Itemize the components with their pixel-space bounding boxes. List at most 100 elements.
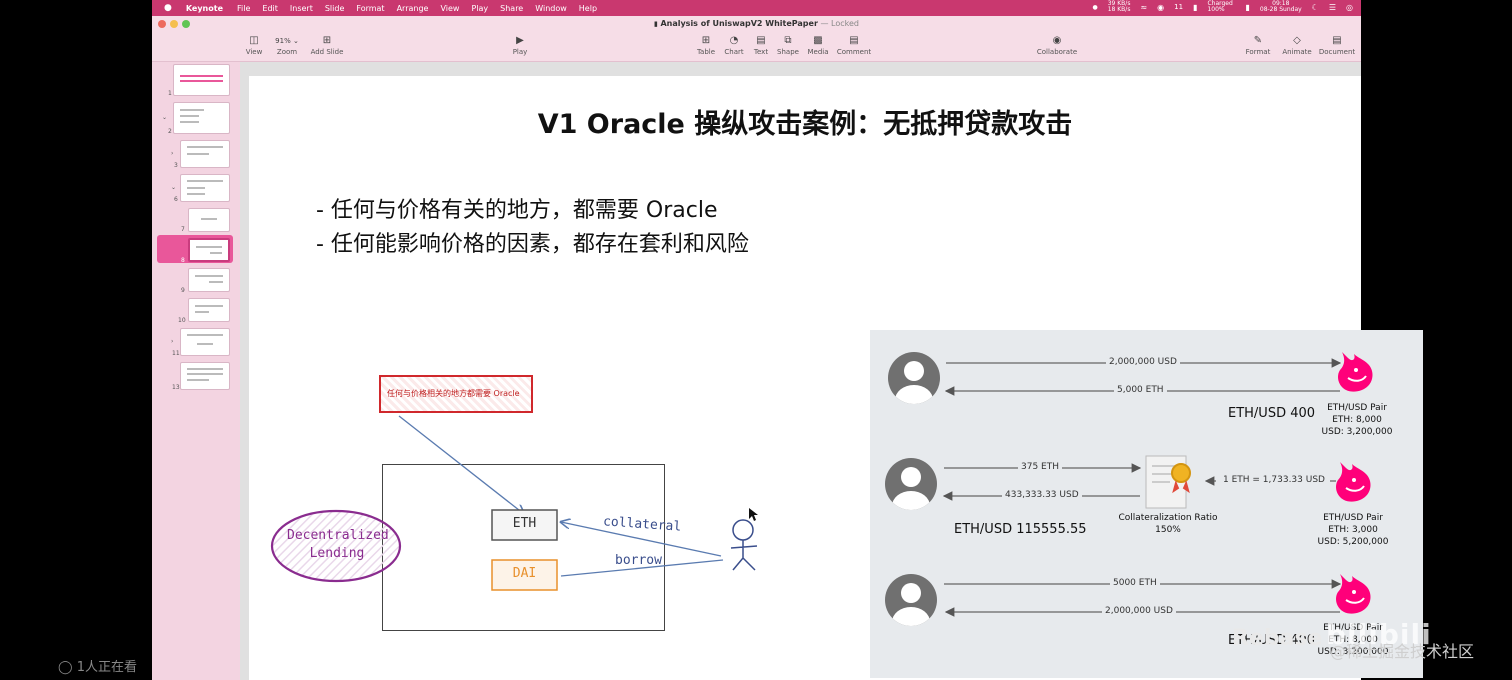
slide-number: 3 — [174, 162, 178, 169]
toolbar: ▮ Analysis of UniswapV2 WhitePaper — Loc… — [152, 16, 1361, 62]
slide-number: 9 — [181, 287, 185, 294]
document-label: Document — [1318, 48, 1356, 56]
zoom-percent: 91% — [275, 37, 291, 45]
s2-pair: ETH/USD Pair ETH: 3,000 USD: 5,200,000 — [1308, 512, 1398, 548]
siri-icon[interactable]: ◎ — [1346, 2, 1353, 12]
slide-number: 11 — [172, 350, 180, 357]
viewer-text: 1人正在看 — [76, 660, 137, 675]
view-label: View — [245, 48, 263, 56]
disclosure-icon[interactable]: ⌄ — [171, 184, 177, 191]
keynote-window: ▮ Analysis of UniswapV2 WhitePaper — Loc… — [152, 16, 1423, 680]
bullet-2[interactable]: - 任何能影响价格的因素，都存在套利和风险 — [316, 232, 749, 257]
zoom-value: 91% ⌄ — [267, 34, 307, 48]
view-button[interactable]: ◫View — [234, 34, 274, 56]
comment-icon: ▤ — [849, 35, 859, 46]
play-button[interactable]: ▶Play — [500, 34, 540, 56]
document-title-text: Analysis of UniswapV2 WhitePaper — [660, 19, 818, 28]
disclosure-icon[interactable]: ⌄ — [162, 114, 168, 121]
menu-share[interactable]: Share — [500, 3, 524, 13]
document-button[interactable]: ▤Document — [1317, 34, 1357, 56]
sketch-connectors — [270, 415, 758, 591]
slide-thumb-3[interactable] — [180, 140, 230, 168]
dai-box-label: DAI — [512, 566, 537, 581]
bookmark-icon[interactable]: ▮ — [1245, 2, 1250, 12]
borrow-arrow — [560, 559, 724, 577]
s2-pair-title: ETH/USD Pair — [1323, 513, 1383, 523]
menu-slide[interactable]: Slide — [324, 3, 345, 13]
battery-icon[interactable]: ▮ — [1193, 2, 1198, 12]
slide-title[interactable]: V1 Oracle 操纵攻击案例：无抵押贷款攻击 — [537, 109, 1073, 140]
s1-pair: ETH/USD Pair ETH: 8,000 USD: 3,200,000 — [1312, 402, 1402, 438]
menu-view[interactable]: View — [440, 3, 460, 13]
shape-button[interactable]: ⧉Shape — [768, 34, 808, 56]
slide-thumb-10[interactable] — [188, 298, 230, 322]
apple-icon[interactable]: ● — [164, 3, 172, 13]
format-button[interactable]: ✎Format — [1238, 34, 1278, 56]
moon-icon[interactable]: ☾ — [1311, 2, 1319, 12]
s2-pair-usd: USD: 5,200,000 — [1317, 537, 1389, 547]
slide-number: 7 — [181, 226, 185, 233]
s3-send-label: 5000 ETH — [1110, 578, 1160, 588]
net-up: 39 KB/s — [1107, 0, 1131, 7]
menu-arrange[interactable]: Arrange — [396, 3, 429, 13]
slide-thumb-11[interactable] — [180, 328, 230, 356]
s1-price: ETH/USD 400 — [1228, 406, 1316, 421]
add-slide-label: Add Slide — [310, 48, 344, 56]
wifi-icon[interactable]: ≈ — [1140, 2, 1148, 12]
oracle-note[interactable]: 任何与价格相关的地方都需要 Oracle — [379, 375, 533, 413]
menu-format[interactable]: Format — [356, 3, 385, 13]
slide[interactable]: V1 Oracle 操纵攻击案例：无抵押贷款攻击 - 任何与价格有关的地方，都需… — [249, 76, 1423, 680]
chevron-down-icon: ⌄ — [292, 37, 299, 45]
animate-button[interactable]: ◇ Animate — [1277, 34, 1317, 56]
table-button[interactable]: ⊞Table — [686, 34, 726, 56]
add-slide-icon: ⊞ — [322, 35, 332, 46]
comment-button[interactable]: ▤Comment — [834, 34, 874, 56]
slide-canvas[interactable]: V1 Oracle 操纵攻击案例：无抵押贷款攻击 - 任何与价格有关的地方，都需… — [240, 62, 1423, 680]
minimize-button[interactable] — [170, 20, 178, 28]
slide-thumb-7[interactable] — [188, 208, 230, 232]
text-button[interactable]: ▤Text — [741, 34, 781, 56]
collaborate-button[interactable]: ◉Collaborate — [1032, 34, 1082, 56]
disclosure-icon[interactable]: › — [171, 338, 174, 345]
close-button[interactable] — [158, 20, 166, 28]
media-button[interactable]: ▩Media — [798, 34, 838, 56]
eth-box-label: ETH — [512, 516, 537, 531]
record-icon[interactable]: ● — [1092, 3, 1098, 11]
slide-thumb-2[interactable] — [173, 102, 230, 134]
text-icon: ▤ — [756, 35, 766, 46]
slide-thumb-1[interactable] — [173, 64, 230, 96]
menu-insert[interactable]: Insert — [289, 3, 313, 13]
note-arrow — [398, 415, 524, 514]
slide-thumb-6[interactable] — [180, 174, 230, 202]
menu-app-keynote[interactable]: Keynote — [185, 3, 223, 13]
add-slide-button[interactable]: ⊞ Add Slide — [307, 34, 347, 56]
attack-scenario-panel[interactable]: 2,000,000 USD 5,000 ETH ETH/USD 400 ETH/… — [870, 330, 1423, 678]
menu-help[interactable]: Help — [578, 3, 598, 13]
animate-label: Animate — [1282, 48, 1312, 56]
user-avatar-1 — [888, 352, 940, 404]
animate-icon: ◇ — [1293, 35, 1301, 46]
s3-pair-eth: ETH: 8,000 — [1328, 635, 1378, 645]
chart-button[interactable]: ◔Chart — [714, 34, 754, 56]
menu-play[interactable]: Play — [471, 3, 489, 13]
s2-pair-eth: ETH: 3,000 — [1328, 525, 1378, 535]
control-center-icon[interactable]: ☰ — [1328, 2, 1337, 12]
zoom-window-button[interactable] — [182, 20, 190, 28]
lending-text: Decentralized Lending — [287, 528, 389, 561]
slide-thumb-13[interactable] — [180, 362, 230, 390]
bullet-1[interactable]: - 任何与价格有关的地方，都需要 Oracle — [316, 198, 718, 223]
zoom-button[interactable]: 91% ⌄Zoom — [267, 34, 307, 56]
disclosure-icon[interactable]: › — [171, 150, 174, 157]
s1-pair-eth: ETH: 8,000 — [1332, 415, 1382, 425]
rebase-watermark: Rebase — [1232, 626, 1323, 651]
s2-collateral-label: Collateralization Ratio — [1118, 513, 1218, 523]
menu-edit[interactable]: Edit — [262, 3, 278, 13]
wechat-icon[interactable]: ◉ — [1157, 2, 1165, 12]
menu-window[interactable]: Window — [535, 3, 567, 13]
collaborate-icon: ◉ — [1052, 35, 1062, 46]
slide-thumb-9[interactable] — [188, 268, 230, 292]
menu-file[interactable]: File — [237, 3, 251, 13]
zoom-label: Zoom — [276, 48, 298, 56]
lending-ellipse — [270, 509, 402, 583]
slide-thumb-8[interactable] — [188, 238, 230, 262]
